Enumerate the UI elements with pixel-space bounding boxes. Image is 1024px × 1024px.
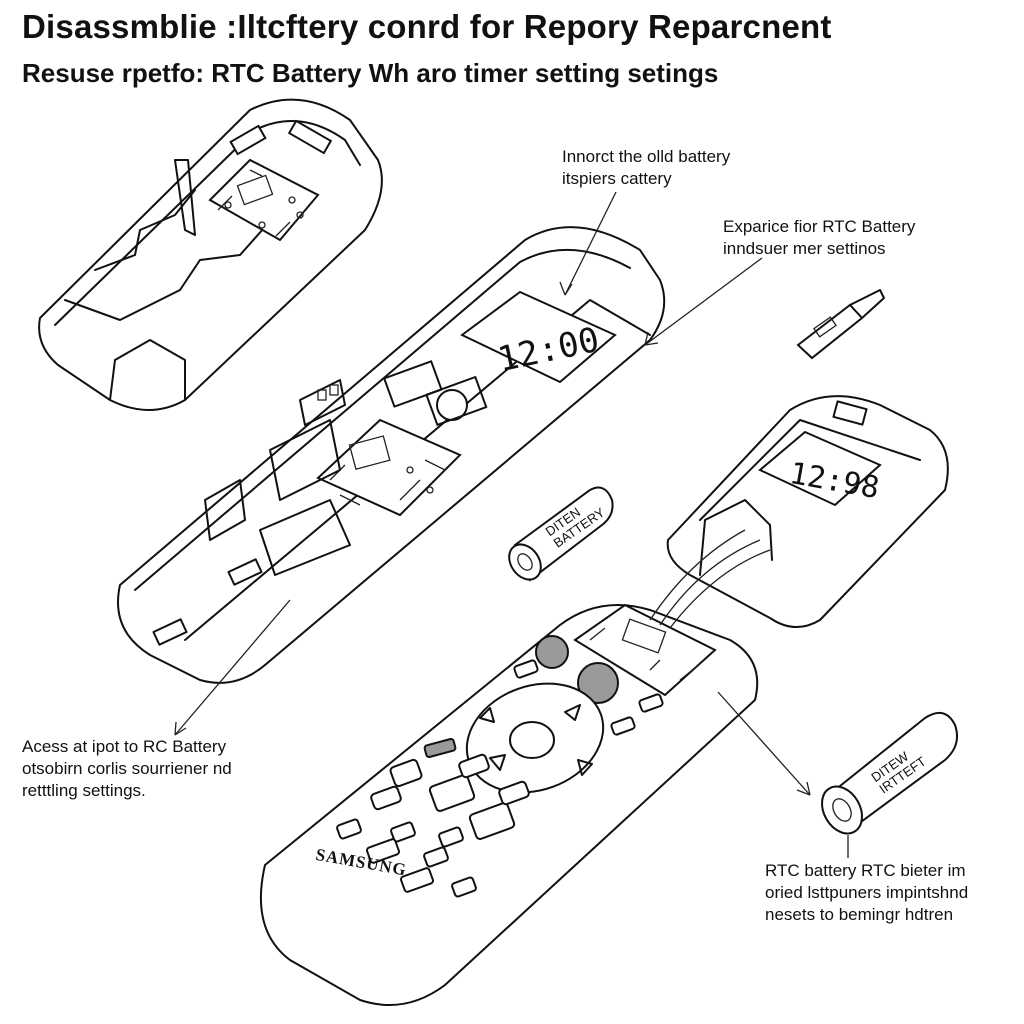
callout-reset-line1: RTC battery RTC bieter im	[765, 861, 966, 880]
diagram-subtitle: Resuse rpetfo: RTC Battery Wh aro timer …	[22, 58, 719, 88]
callout-old-battery-line1: Innorct the olld battery	[562, 147, 731, 166]
battery-icon: DITEN BATTERY	[508, 486, 614, 582]
callout-access-line2: otsobirn corlis sourriener nd	[22, 759, 232, 778]
callout-rtc-battery-line1: Exparice fior RTC Battery	[723, 217, 916, 236]
usb-stick-icon	[796, 289, 885, 360]
callout-access-line1: Acess at ipot to RC Battery	[22, 737, 227, 756]
back-casing-icon	[38, 98, 383, 411]
callout-access-line3: retttling settings.	[22, 781, 146, 800]
battery-icon-large: DITEW IRTTEFT	[821, 711, 958, 835]
callout-reset: RTC battery RTC bieter im oried lsttpune…	[765, 860, 968, 926]
diagram-title: Disassmblie :Iltcftery conrd for Repory …	[22, 8, 832, 45]
callout-old-battery: Innorct the olld battery itspiers catter…	[562, 146, 730, 190]
callout-rtc-battery-line2: inndsuer mer settinos	[723, 239, 886, 258]
small-remote-icon: 12:98	[666, 395, 949, 628]
remote-front-icon: SAMSUNG	[259, 529, 771, 1006]
front-casing-icon: 12:00	[117, 226, 666, 684]
callout-rtc-battery: Exparice fior RTC Battery inndsuer mer s…	[723, 216, 915, 260]
callout-reset-line3: nesets to bemingr hdtren	[765, 905, 954, 924]
callout-old-battery-line2: itspiers cattery	[562, 169, 672, 188]
callout-access: Acess at ipot to RC Battery otsobirn cor…	[22, 736, 232, 802]
leader-lines	[174, 191, 849, 858]
circuit-board-icon	[208, 158, 320, 242]
callout-reset-line2: oried lsttpuners impintshnd	[765, 883, 969, 902]
